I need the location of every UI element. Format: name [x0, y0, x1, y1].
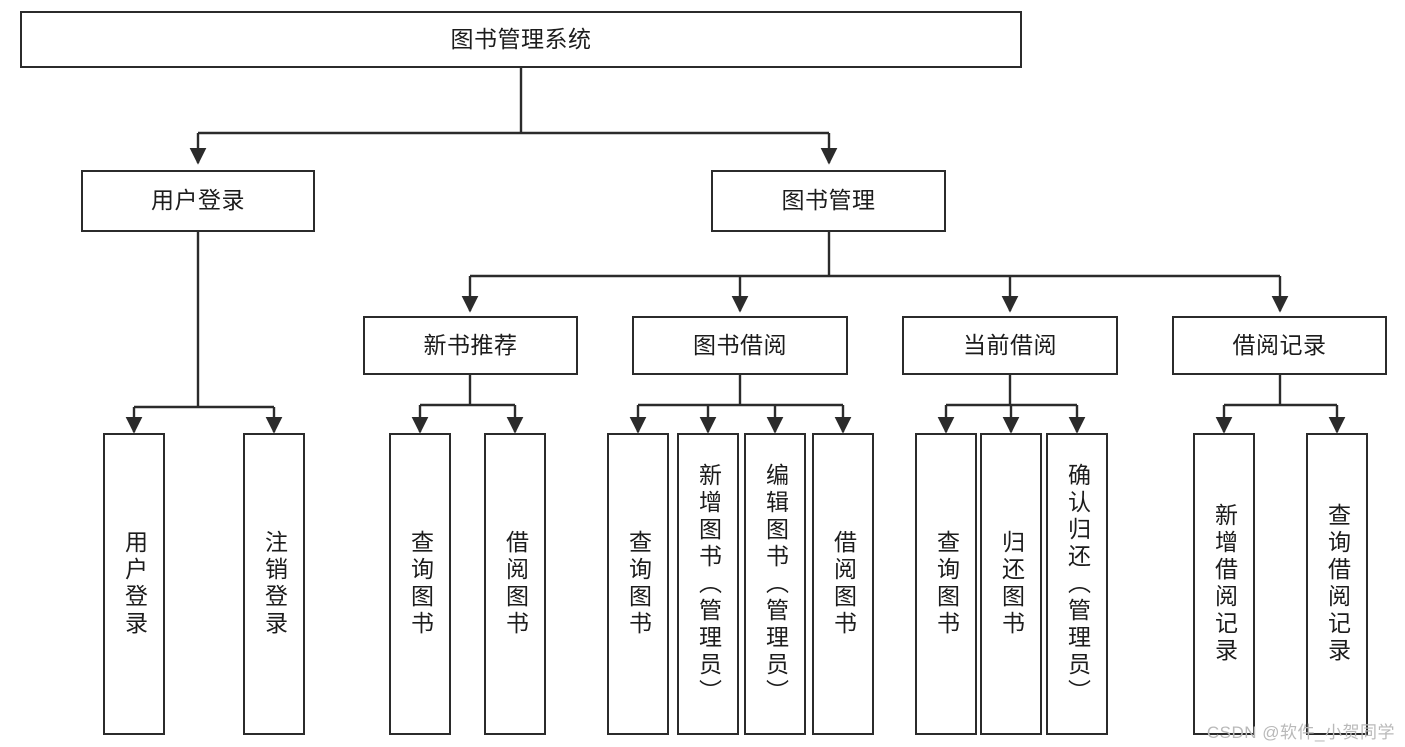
node-leaf-add-book[interactable]: 新增图书（管理员） [677, 433, 739, 735]
node-label: 借阅图书 [502, 530, 529, 638]
node-label: 编辑图书（管理员） [762, 462, 789, 706]
node-label: 借阅记录 [1232, 331, 1327, 358]
node-label: 新书推荐 [423, 331, 518, 358]
node-label: 图书管理系统 [450, 25, 592, 52]
node-label: 新增借阅记录 [1211, 503, 1238, 665]
node-label: 确认归还（管理员） [1064, 462, 1091, 706]
node-leaf-borrow-book-2[interactable]: 借阅图书 [812, 433, 874, 735]
node-label: 图书借阅 [693, 331, 787, 358]
node-label: 借阅图书 [830, 530, 857, 638]
node-label: 图书管理 [781, 187, 876, 214]
node-label: 用户登录 [151, 187, 245, 214]
node-book-borrow[interactable]: 图书借阅 [632, 316, 848, 375]
node-leaf-query-book-3[interactable]: 查询图书 [915, 433, 977, 735]
node-label: 用户登录 [121, 530, 148, 638]
node-new-book-recommend[interactable]: 新书推荐 [363, 316, 578, 375]
node-current-borrow[interactable]: 当前借阅 [902, 316, 1118, 375]
node-label: 查询图书 [625, 530, 652, 638]
node-leaf-add-record[interactable]: 新增借阅记录 [1193, 433, 1255, 735]
node-root-book-management-system[interactable]: 图书管理系统 [20, 11, 1022, 68]
node-label: 查询图书 [407, 530, 434, 638]
node-label: 注销登录 [261, 530, 288, 638]
node-leaf-query-book-1[interactable]: 查询图书 [389, 433, 451, 735]
node-label: 查询图书 [933, 530, 960, 638]
node-user-login[interactable]: 用户登录 [81, 170, 315, 232]
node-label: 查询借阅记录 [1324, 503, 1351, 665]
node-leaf-user-login[interactable]: 用户登录 [103, 433, 165, 735]
node-label: 归还图书 [998, 530, 1025, 638]
node-leaf-logout-login[interactable]: 注销登录 [243, 433, 305, 735]
node-label: 新增图书（管理员） [695, 462, 722, 706]
node-borrow-record[interactable]: 借阅记录 [1172, 316, 1387, 375]
watermark-text: CSDN @软件_小贺同学 [1206, 723, 1395, 742]
node-leaf-edit-book[interactable]: 编辑图书（管理员） [744, 433, 806, 735]
node-leaf-borrow-book-1[interactable]: 借阅图书 [484, 433, 546, 735]
node-leaf-query-book-2[interactable]: 查询图书 [607, 433, 669, 735]
node-leaf-query-record[interactable]: 查询借阅记录 [1306, 433, 1368, 735]
node-label: 当前借阅 [963, 331, 1057, 358]
node-leaf-confirm-return[interactable]: 确认归还（管理员） [1046, 433, 1108, 735]
node-leaf-return-book[interactable]: 归还图书 [980, 433, 1042, 735]
node-book-manage[interactable]: 图书管理 [711, 170, 946, 232]
